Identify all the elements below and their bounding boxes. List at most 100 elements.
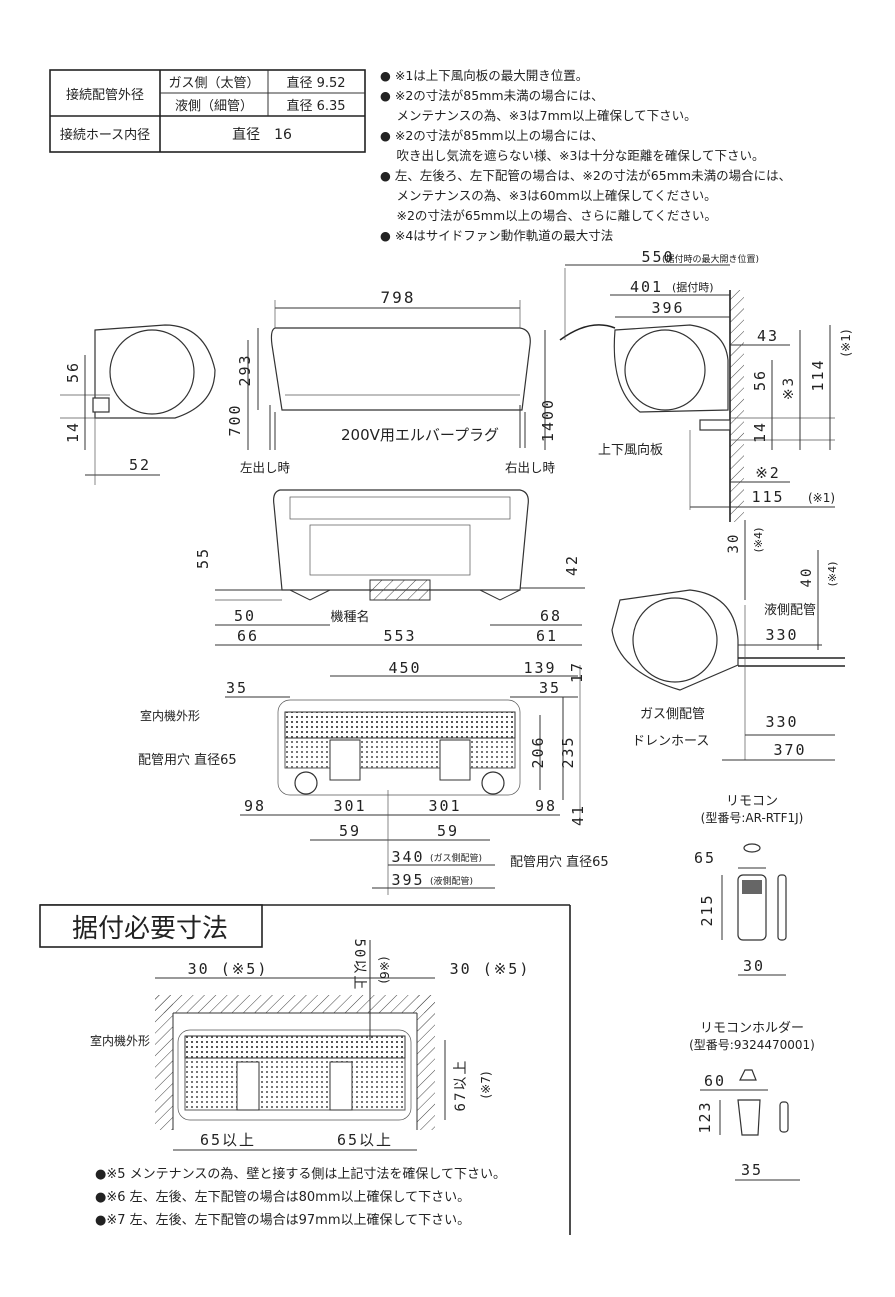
front-view: 798 293 700 1400 200V用エルバープラグ 左出し時 右出し時 xyxy=(226,288,557,475)
install-dim-30-right: 30 (※5) xyxy=(450,960,531,978)
dim-370: 370 xyxy=(773,741,806,759)
dim-396: 396 xyxy=(651,299,684,317)
dim-401-note: (据付時) xyxy=(672,280,714,294)
remote-dim-215: 215 xyxy=(698,893,716,926)
dim-115: 115 xyxy=(751,488,784,506)
dim-56-left: 56 xyxy=(64,361,82,383)
dim-206: 206 xyxy=(529,735,547,768)
dim-30-side: 30 xyxy=(726,533,742,554)
dim-43: 43 xyxy=(757,327,779,345)
install-note-7: ●※7 左、左後、左下配管の場合は97mm以上確保して下さい。 xyxy=(95,1212,470,1228)
dim-395: 395 xyxy=(391,871,424,889)
spec-liquid-value: 直径 6.35 xyxy=(286,99,345,114)
outline-label: 室内機外形 xyxy=(140,708,200,723)
installation-clearance: 据付必要寸法 30 (※5) 30 (※5) 50以上 (※6) 室内機外形 6… xyxy=(39,904,571,1235)
spec-gas-label: ガス側（太管） xyxy=(168,76,259,91)
dim-61: 61 xyxy=(536,627,558,645)
dim-55: 55 xyxy=(194,547,212,569)
dim-41: 41 xyxy=(569,804,587,826)
dim-798: 798 xyxy=(381,288,416,307)
dim-700: 700 xyxy=(226,403,244,436)
side-pipe-view: 30 (※4) 40 (※4) 液側配管 330 ガス側配管 ドレンホース 33… xyxy=(611,520,845,761)
dim-139: 139 xyxy=(523,659,556,677)
spec-liquid-label: 液側（細管） xyxy=(175,99,253,114)
install-dim-67: 67以上 xyxy=(453,1059,469,1112)
dim-553: 553 xyxy=(383,627,416,645)
holder-title: リモコンホルダー xyxy=(700,1021,804,1036)
dim-56-right: 56 xyxy=(751,369,769,391)
dim-35-right: 35 xyxy=(539,679,561,697)
dim-17: 17 xyxy=(568,661,586,683)
remote-dim-65: 65 xyxy=(694,849,716,867)
dim-330-lower: 330 xyxy=(765,713,798,731)
note-line: メンテナンスの為、※3は7mm以上確保して下さい。 xyxy=(380,108,697,123)
note-line: ● ※1は上下風向板の最大開き位置。 xyxy=(380,68,588,83)
install-note-5: ●※5 メンテナンスの為、壁と接する側は上記寸法を確保して下さい。 xyxy=(95,1166,506,1182)
install-note-6: ●※6 左、左後、左下配管の場合は80mm以上確保して下さい。 xyxy=(95,1189,470,1205)
hole-left-label: 配管用穴 直径65 xyxy=(138,753,237,768)
dim-98-right: 98 xyxy=(535,797,557,815)
dim-40: 40 xyxy=(799,567,815,588)
dim-42: 42 xyxy=(563,554,581,576)
dim-1400: 1400 xyxy=(539,398,557,442)
dim-235: 235 xyxy=(559,735,577,768)
mark-1b: (※1) xyxy=(808,491,835,505)
mark-4a: (※4) xyxy=(752,528,765,553)
dim-340: 340 xyxy=(391,848,424,866)
mark-4b: (※4) xyxy=(826,562,839,587)
install-dim-30-left: 30 (※5) xyxy=(188,960,269,978)
dim-59-right: 59 xyxy=(437,822,459,840)
dim-14-right: 14 xyxy=(751,421,769,443)
note-line: ● ※4はサイドファン動作軌道の最大寸法 xyxy=(380,228,613,243)
dim-52: 52 xyxy=(129,456,151,474)
model-label: 機種名 xyxy=(330,609,369,625)
hole-right-label: 配管用穴 直径65 xyxy=(510,855,609,870)
remote-dim-30: 30 xyxy=(743,957,765,975)
dim-35-left: 35 xyxy=(226,679,248,697)
install-title: 据付必要寸法 xyxy=(72,914,228,944)
spec-gas-value: 直径 9.52 xyxy=(286,76,345,91)
install-outline-label: 室内機外形 xyxy=(90,1033,150,1048)
dim-98-left: 98 xyxy=(244,797,266,815)
mark-1a: (※1) xyxy=(839,329,853,356)
right-out-label: 右出し時 xyxy=(505,460,556,475)
remote-model: (型番号:AR-RTF1J) xyxy=(701,811,804,825)
mounting-plate: 450 139 17 35 35 室内機外形 配管用穴 直径65 206 235… xyxy=(138,659,609,895)
remote-title: リモコン xyxy=(726,794,778,809)
dim-50: 50 xyxy=(234,607,256,625)
mark-3: ※3 xyxy=(781,376,797,400)
louver-label: 上下風向板 xyxy=(598,442,663,458)
dim-301-right: 301 xyxy=(428,797,461,815)
install-dim-65-left: 65以上 xyxy=(200,1131,256,1149)
right-side-view: 550 (据付時の最大開き位置) 401 (据付時) 396 43 56 ※3 … xyxy=(559,248,853,522)
holder-model: (型番号:9324470001) xyxy=(689,1038,815,1052)
mark-6: (※6) xyxy=(377,956,391,983)
mark-7: (※7) xyxy=(479,1071,493,1098)
dim-59-left: 59 xyxy=(339,822,361,840)
spec-hose-label: 接続ホース内径 xyxy=(60,127,150,143)
install-dim-65-right: 65以上 xyxy=(337,1131,393,1149)
remote-holder: リモコンホルダー (型番号:9324470001) 60 123 35 xyxy=(689,1021,815,1181)
dim-14-left: 14 xyxy=(64,421,82,443)
holder-dim-35: 35 xyxy=(741,1161,763,1179)
spec-table: 接続配管外径 ガス側（太管） 直径 9.52 液側（細管） 直径 6.35 接続… xyxy=(49,69,366,153)
note-line: 吹き出し気流を遮らない様、※3は十分な距離を確保して下さい。 xyxy=(380,148,765,163)
spec-pipe-label: 接続配管外径 xyxy=(66,87,144,103)
dim-293: 293 xyxy=(236,353,254,386)
plug-label: 200V用エルバープラグ xyxy=(341,426,499,444)
install-dim-50: 50以上 xyxy=(351,939,367,992)
holder-dim-60: 60 xyxy=(704,1072,726,1090)
holder-dim-123: 123 xyxy=(696,1100,714,1133)
mark-2: ※2 xyxy=(755,464,781,482)
dim-330-upper: 330 xyxy=(765,626,798,644)
left-side-view: 56 14 52 xyxy=(60,324,216,485)
drain-hose-label: ドレンホース xyxy=(632,734,709,749)
note-line: ※2の寸法が65mm以上の場合、さらに離してください。 xyxy=(380,208,717,223)
bottom-view: 55 42 50 機種名 68 66 553 61 xyxy=(194,489,585,646)
note-line: ● ※2の寸法が85mm以上の場合には、 xyxy=(380,128,604,143)
remote-controller: リモコン (型番号:AR-RTF1J) 65 215 30 xyxy=(694,794,804,976)
left-out-label: 左出し時 xyxy=(240,460,291,475)
spec-hose-value: 直径 16 xyxy=(232,126,292,143)
note-line: ● 左、左後ろ、左下配管の場合は、※2の寸法が65mm未満の場合には、 xyxy=(380,168,791,183)
